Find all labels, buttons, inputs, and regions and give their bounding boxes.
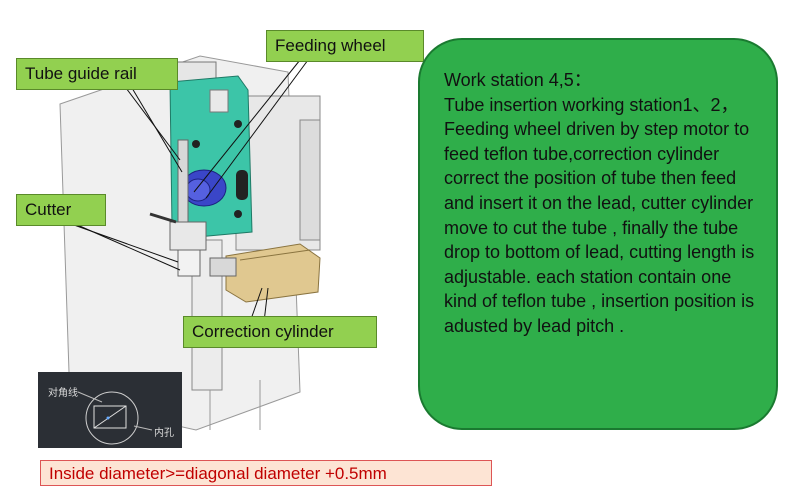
inner-hole-label: 内孔: [154, 428, 174, 439]
feeding-wheel-part: [181, 169, 227, 207]
cutter-part: [149, 212, 207, 277]
correction-cylinder-part: [209, 243, 321, 303]
correction-cylinder-label: Correction cylinder: [183, 316, 377, 348]
cutter-label: Cutter: [16, 194, 106, 226]
diagonal-inset-diagram: 对角线 内孔: [38, 372, 182, 448]
diameter-note: Inside diameter>=diagonal diameter +0.5m…: [40, 460, 492, 486]
station-heading: Work station 4,5：: [444, 70, 592, 90]
feeding-wheel-label: Feeding wheel: [266, 30, 424, 62]
station-description: Work station 4,5： Tube insertion working…: [444, 68, 766, 339]
diagonal-label: 对角线: [48, 388, 78, 399]
inset-drawing: [77, 391, 153, 445]
tube-guide-rail-part: [177, 139, 189, 231]
station-description-box: [418, 38, 778, 430]
callout-leaders: [59, 59, 309, 323]
tube-guide-rail-label: Tube guide rail: [16, 58, 178, 90]
station-body: Tube insertion working station1、2，Feedin…: [444, 94, 755, 336]
